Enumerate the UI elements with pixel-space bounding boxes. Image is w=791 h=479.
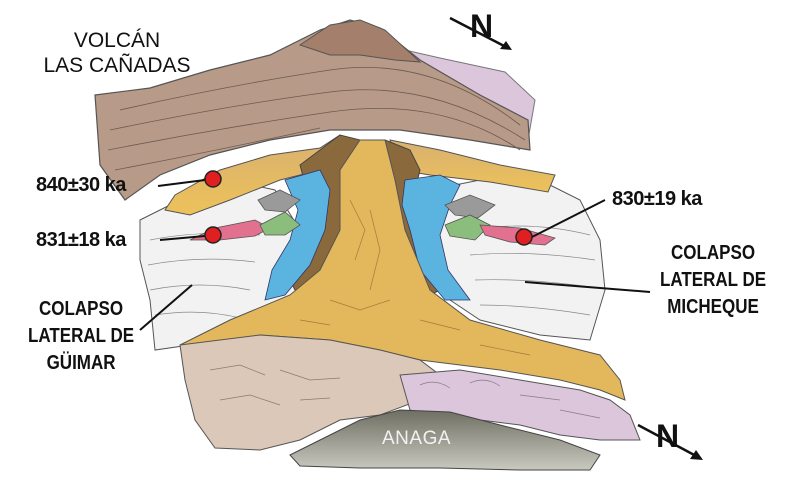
north-label-top: N <box>470 8 493 45</box>
age-label-840: 840±30 ka <box>36 174 126 197</box>
guimar-label-line3: GÜIMAR <box>28 350 134 377</box>
volcano-title: VOLCÁN LAS CAÑADAS <box>22 28 212 78</box>
micheque-label-line2: LATERAL DE <box>660 267 766 294</box>
volcano-title-line2: LAS CAÑADAS <box>22 53 212 78</box>
volcano-title-line1: VOLCÁN <box>22 28 212 53</box>
micheque-collapse-label: COLAPSO LATERAL DE MICHEQUE <box>660 240 766 321</box>
north-label-bottom: N <box>656 418 679 455</box>
micheque-label-line1: COLAPSO <box>660 240 766 267</box>
age-label-830: 830±19 ka <box>612 188 702 211</box>
sample-dot-831 <box>205 227 221 243</box>
guimar-label-line1: COLAPSO <box>28 296 134 323</box>
sample-dot-830 <box>516 229 532 245</box>
sample-dot-840 <box>205 171 221 187</box>
anaga-label: ANAGA <box>382 428 451 450</box>
guimar-collapse-label: COLAPSO LATERAL DE GÜIMAR <box>28 296 134 377</box>
micheque-label-line3: MICHEQUE <box>660 294 766 321</box>
age-label-831: 831±18 ka <box>36 229 126 252</box>
guimar-label-line2: LATERAL DE <box>28 323 134 350</box>
